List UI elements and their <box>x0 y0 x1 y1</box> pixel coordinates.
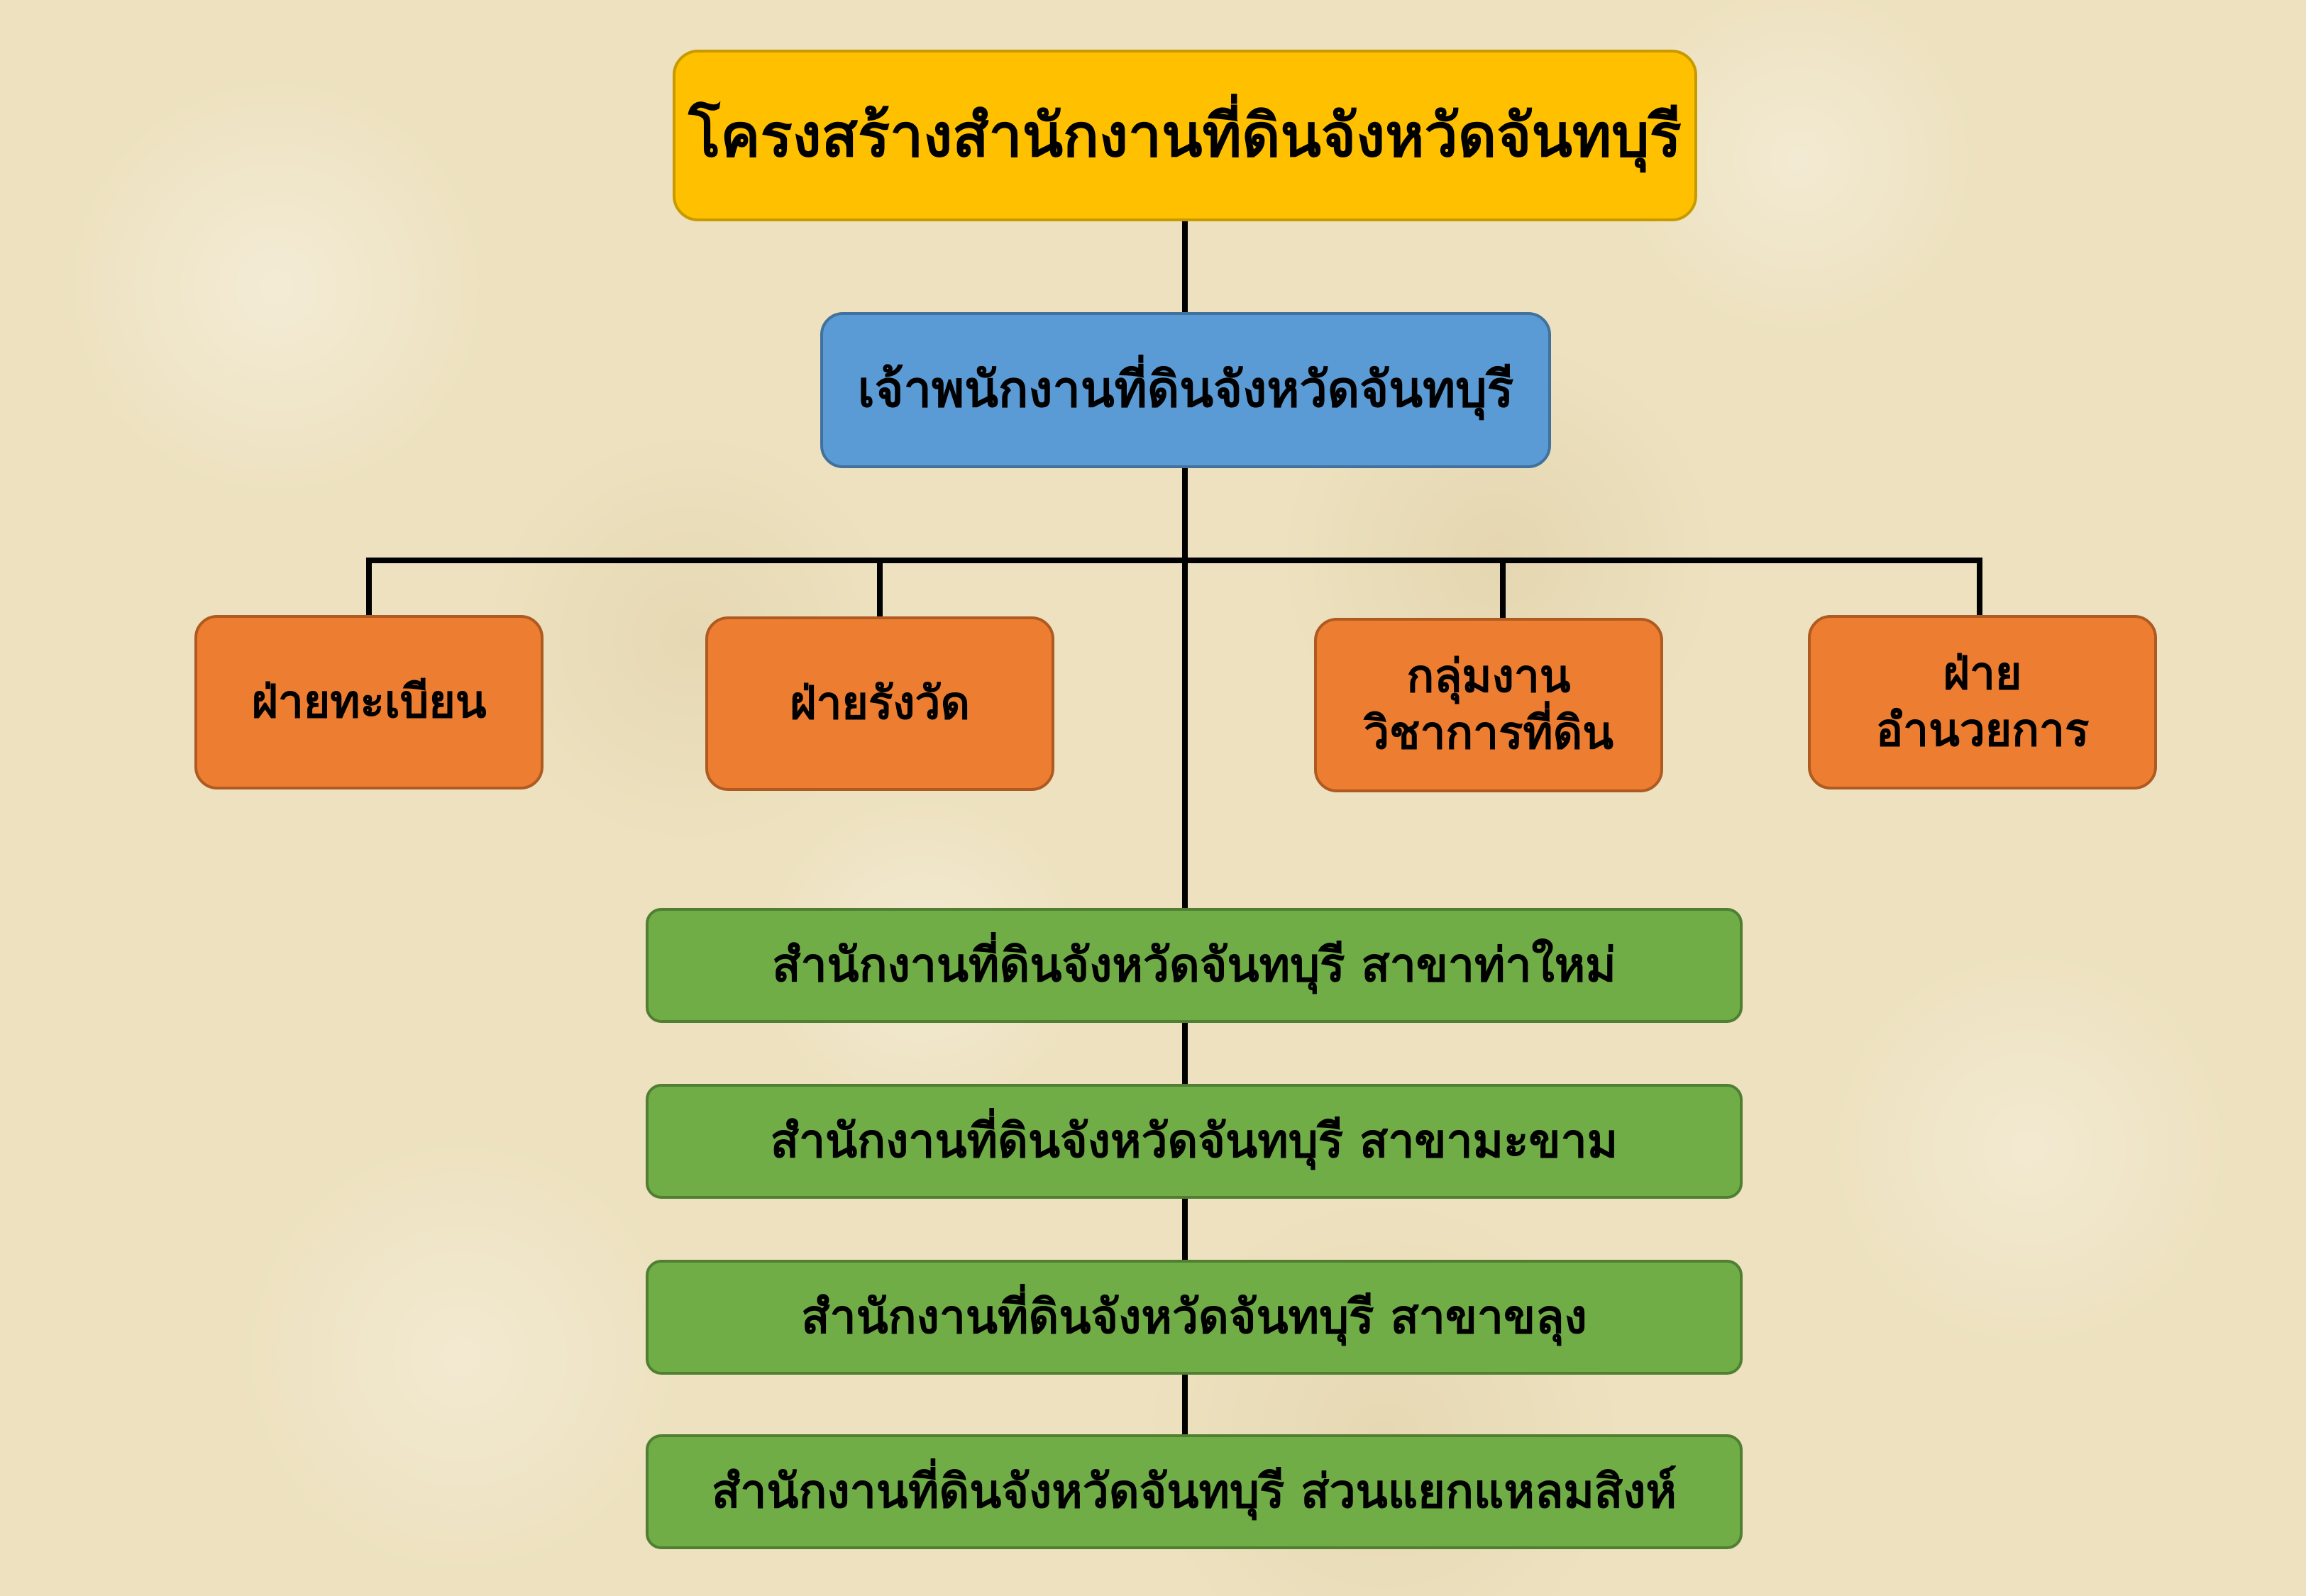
branch-khlung-label: สำนักงานที่ดินจังหวัดจันทบุรี สาขาขลุง <box>801 1289 1587 1344</box>
unit-land-technical-label-line-1: กลุ่มงาน <box>1406 650 1571 703</box>
head-officer-label: เจ้าพนักงานที่ดินจังหวัดจันทบุรี <box>857 360 1514 419</box>
unit-administration-box: ฝ่าย อำนวยการ <box>1808 615 2157 789</box>
unit-administration-label-line-1: ฝ่าย <box>1943 648 2022 700</box>
branch-khlung-box: สำนักงานที่ดินจังหวัดจันทบุรี สาขาขลุง <box>646 1260 1743 1375</box>
branch-makham-box: สำนักงานที่ดินจังหวัดจันทบุรี สาขามะขาม <box>646 1084 1743 1199</box>
chart-title-box: โครงสร้างสำนักงานที่ดินจังหวัดจันทบุรี <box>673 50 1697 221</box>
unit-survey-label: ฝ่ายรังวัด <box>789 677 971 730</box>
unit-registration-box: ฝ่ายทะเบียน <box>194 615 544 789</box>
branch-laem-sing-label: สำนักงานที่ดินจังหวัดจันทบุรี ส่วนแยกแหล… <box>712 1463 1677 1519</box>
unit-land-technical-box: กลุ่มงาน วิชาการที่ดิน <box>1314 618 1663 792</box>
head-officer-box: เจ้าพนักงานที่ดินจังหวัดจันทบุรี <box>820 312 1551 468</box>
branch-makham-label: สำนักงานที่ดินจังหวัดจันทบุรี สาขามะขาม <box>770 1113 1618 1168</box>
unit-land-technical-label-line-2: วิชาการที่ดิน <box>1364 707 1613 760</box>
unit-registration-label: ฝ่ายทะเบียน <box>251 676 487 728</box>
chart-title: โครงสร้างสำนักงานที่ดินจังหวัดจันทบุรี <box>688 100 1682 170</box>
branch-tha-mai-label: สำนักงานที่ดินจังหวัดจันทบุรี สาขาท่าใหม… <box>772 937 1616 992</box>
branch-laem-sing-box: สำนักงานที่ดินจังหวัดจันทบุรี ส่วนแยกแหล… <box>646 1434 1743 1549</box>
unit-administration-label-line-2: อำนวยการ <box>1875 704 2090 757</box>
branch-tha-mai-box: สำนักงานที่ดินจังหวัดจันทบุรี สาขาท่าใหม… <box>646 908 1743 1023</box>
unit-survey-box: ฝ่ายรังวัด <box>705 616 1054 791</box>
